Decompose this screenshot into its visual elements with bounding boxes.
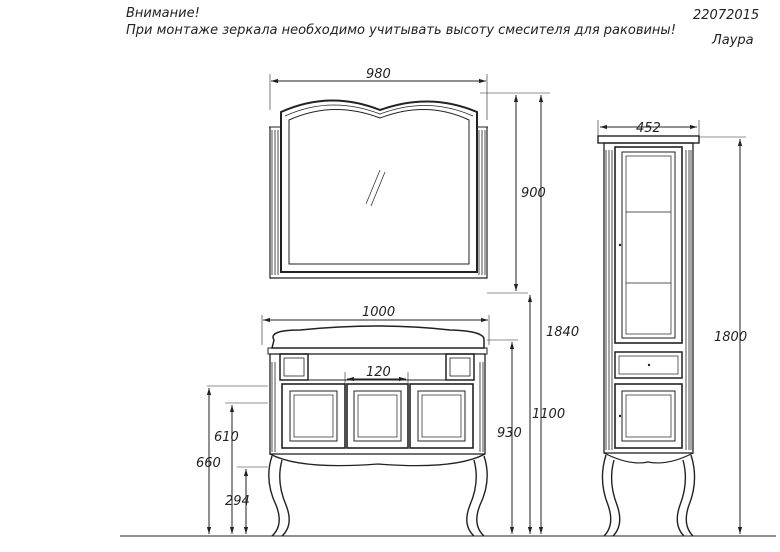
vanity-countertop xyxy=(271,325,485,349)
cabinet-left-leg xyxy=(601,454,621,537)
mirror-width-label: 980 xyxy=(366,67,391,82)
cabinet-width-label: 452 xyxy=(636,121,661,136)
height-660-label: 660 xyxy=(196,456,221,471)
countertop-height-label: 930 xyxy=(497,426,522,441)
mirror-top-height-label: 1840 xyxy=(546,325,579,340)
vanity xyxy=(267,325,488,537)
tall-cabinet xyxy=(597,135,700,537)
right-leg xyxy=(466,455,488,537)
vanity-width-label: 1000 xyxy=(362,305,395,320)
left-leg xyxy=(268,455,290,537)
series-name: Лаура xyxy=(712,33,754,48)
glass-door xyxy=(614,146,683,344)
mixer-warning-text: При монтаже зеркала необходимо учитывать… xyxy=(126,23,676,38)
cabinet-height-label: 1800 xyxy=(714,330,747,345)
leg-height-label: 294 xyxy=(225,494,250,509)
attention-title: Внимание! xyxy=(126,6,200,21)
mirror-height-label: 900 xyxy=(521,186,546,201)
drawing-code: 22072015 xyxy=(693,8,760,23)
drawer-width-label: 120 xyxy=(366,365,391,380)
mirror-frame xyxy=(280,99,478,273)
mirror xyxy=(269,99,488,279)
vanity-top-height-label: 1100 xyxy=(532,407,565,422)
height-610-label: 610 xyxy=(214,430,239,445)
cabinet-right-leg xyxy=(676,454,696,537)
